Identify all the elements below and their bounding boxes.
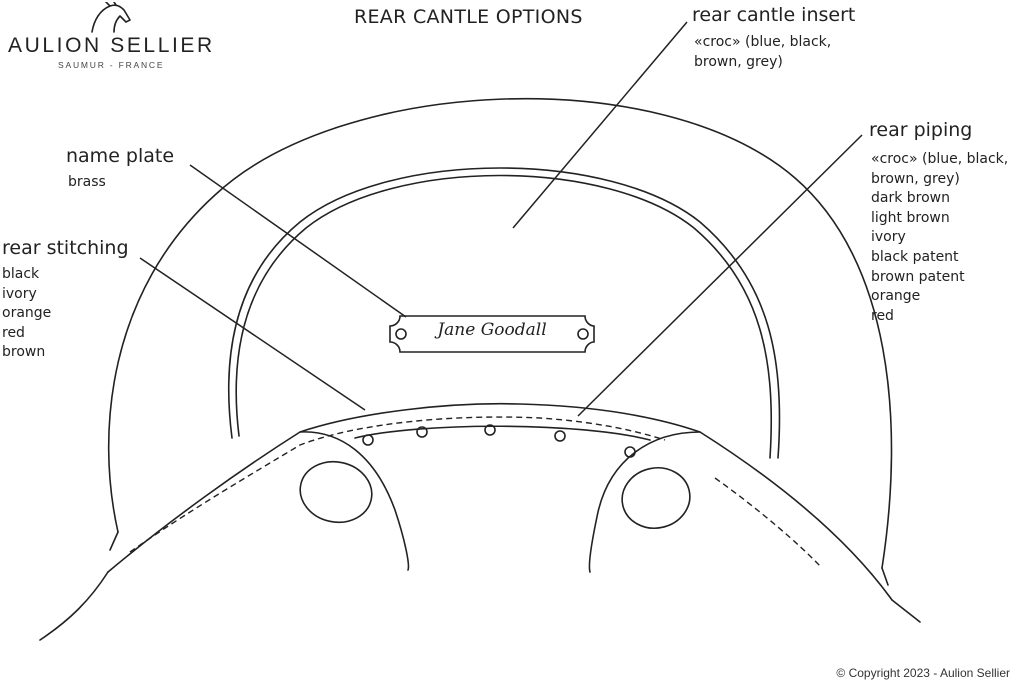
leader-name-plate (189, 164, 407, 318)
saddle-seat (107, 402, 893, 601)
copyright-notice: © Copyright 2023 - Aulion Sellier (836, 666, 1010, 680)
option-item: orange (2, 305, 52, 322)
rear-cantle-insert-options: «croc» (blue, black, brown, grey) (694, 33, 831, 72)
leader-rear-piping (577, 134, 863, 417)
rivet (416, 426, 428, 438)
cantle-outline (107, 97, 893, 569)
option-item: ivory (871, 229, 906, 246)
option-item: black patent (871, 248, 959, 265)
option-item: black (2, 266, 40, 282)
leader-rear-cantle-insert (512, 21, 688, 229)
rear-stitching-options: black ivory orange red brown (2, 265, 51, 363)
name-plate-shape (389, 315, 595, 353)
option-item: brown, grey) (871, 170, 960, 187)
rivet (484, 424, 496, 436)
option-item: orange (871, 288, 921, 305)
rear-piping-heading: rear piping (869, 119, 973, 141)
option-item: red (871, 307, 894, 324)
cantle-insert-outline (227, 167, 781, 459)
rivet (624, 446, 636, 458)
leader-rear-stitching (139, 257, 366, 411)
rivet (362, 434, 374, 446)
option-item: ivory (2, 285, 37, 302)
rivet (554, 430, 566, 442)
name-plate-options: brass (68, 173, 106, 193)
name-plate-heading: name plate (66, 145, 175, 167)
page-title: REAR CANTLE OPTIONS (354, 6, 583, 28)
option-item: dark brown (871, 190, 951, 207)
option-item: «croc» (blue, black, (871, 151, 1009, 167)
option-item: brown patent (871, 268, 965, 285)
left-knob (299, 460, 373, 524)
option-item: light brown (871, 209, 950, 226)
right-knob (621, 467, 691, 529)
option-item: «croc» (blue, black, (694, 34, 832, 50)
rear-stitching-heading: rear stitching (2, 237, 129, 259)
option-item: brown (2, 344, 46, 361)
brand-name: AULION SELLIER (8, 34, 215, 57)
option-item: brass (68, 174, 106, 190)
rear-cantle-insert-heading: rear cantle insert (692, 4, 856, 26)
brand-location: SAUMUR - FRANCE (58, 60, 165, 70)
rear-stitching-line (129, 416, 666, 553)
option-item: red (2, 324, 25, 341)
option-item: brown, grey) (694, 53, 783, 70)
name-plate-engraving: Jane Goodall (437, 320, 547, 340)
rear-piping-options: «croc» (blue, black, brown, grey) dark b… (871, 150, 1008, 326)
horse-head-logo-icon (91, 2, 131, 33)
